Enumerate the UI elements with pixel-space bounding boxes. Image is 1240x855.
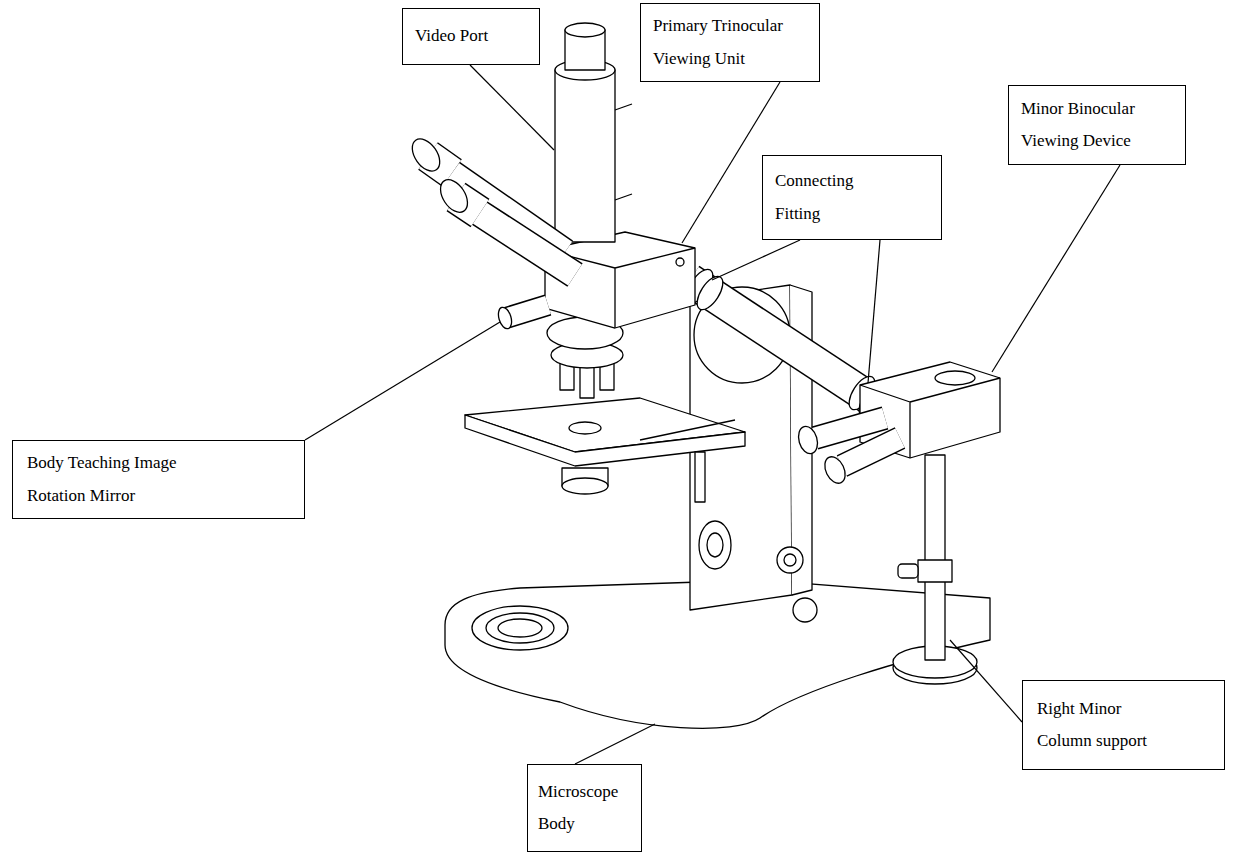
rotation-mirror xyxy=(506,305,548,318)
lamp-ring xyxy=(498,619,542,637)
callout-box: Connecting Fitting xyxy=(762,155,942,240)
column-knob xyxy=(898,564,918,578)
focus-knob xyxy=(707,533,723,557)
callout-label: Connecting Fitting xyxy=(775,165,885,230)
leader-line xyxy=(470,65,554,150)
callout-box: Video Port xyxy=(402,8,540,65)
column-post xyxy=(925,455,945,660)
video-port-screw xyxy=(615,194,632,200)
callout-label: Body Teaching Image Rotation Mirror xyxy=(27,447,222,512)
lamp-ring xyxy=(486,613,554,643)
connecting-tube xyxy=(690,280,880,405)
minor-eyepiece xyxy=(842,438,900,466)
callout-box: Primary Trinocular Viewing Unit xyxy=(640,3,820,82)
callout-label: Primary Trinocular Viewing Unit xyxy=(653,10,807,75)
minor-head-cap xyxy=(935,371,975,385)
eyepiece-tube xyxy=(478,212,575,275)
video-port xyxy=(565,23,605,37)
callout-label: Microscope Body xyxy=(538,776,630,841)
callout-label: Video Port xyxy=(415,20,488,52)
lamp-ring xyxy=(472,606,568,650)
callout-label: Right Minor Column support xyxy=(1037,693,1157,758)
condenser xyxy=(562,478,608,494)
eyepiece-cap xyxy=(435,175,473,217)
leader-line xyxy=(712,240,800,280)
video-port-screw xyxy=(615,104,632,110)
connecting-tube xyxy=(690,280,880,405)
callout-box: Body Teaching Image Rotation Mirror xyxy=(12,440,305,519)
focus-knob xyxy=(777,547,803,573)
base-button xyxy=(793,598,817,622)
eyepiece-tube xyxy=(478,212,575,275)
video-port xyxy=(555,70,615,242)
minor-eyepiece-cap xyxy=(795,424,820,456)
stage-hole xyxy=(569,422,601,434)
fitting-ring xyxy=(692,272,728,314)
eyepiece-cap xyxy=(407,134,446,176)
minor-eyepiece xyxy=(842,438,900,466)
leader-line xyxy=(992,165,1120,372)
leader-line xyxy=(868,240,880,383)
column-collar xyxy=(918,560,952,582)
head-screw xyxy=(676,258,684,266)
callout-box: Minor Binocular Viewing Device xyxy=(1008,85,1186,165)
leader-line xyxy=(305,322,500,440)
minor-eyepiece xyxy=(815,418,885,438)
callout-box: Microscope Body xyxy=(527,764,642,852)
focus-knob xyxy=(784,554,796,566)
focus-knob xyxy=(699,521,731,569)
slide-holder xyxy=(640,420,735,440)
stage-control xyxy=(695,452,705,502)
callout-label: Minor Binocular Viewing Device xyxy=(1021,93,1171,158)
leader-line xyxy=(575,724,655,764)
minor-eyepiece xyxy=(815,418,885,438)
callout-box: Right Minor Column support xyxy=(1022,680,1225,770)
rotation-mirror-cap xyxy=(496,306,514,331)
leader-line xyxy=(950,640,1022,722)
minor-eyepiece-cap xyxy=(821,453,849,486)
rotation-mirror xyxy=(506,305,548,318)
